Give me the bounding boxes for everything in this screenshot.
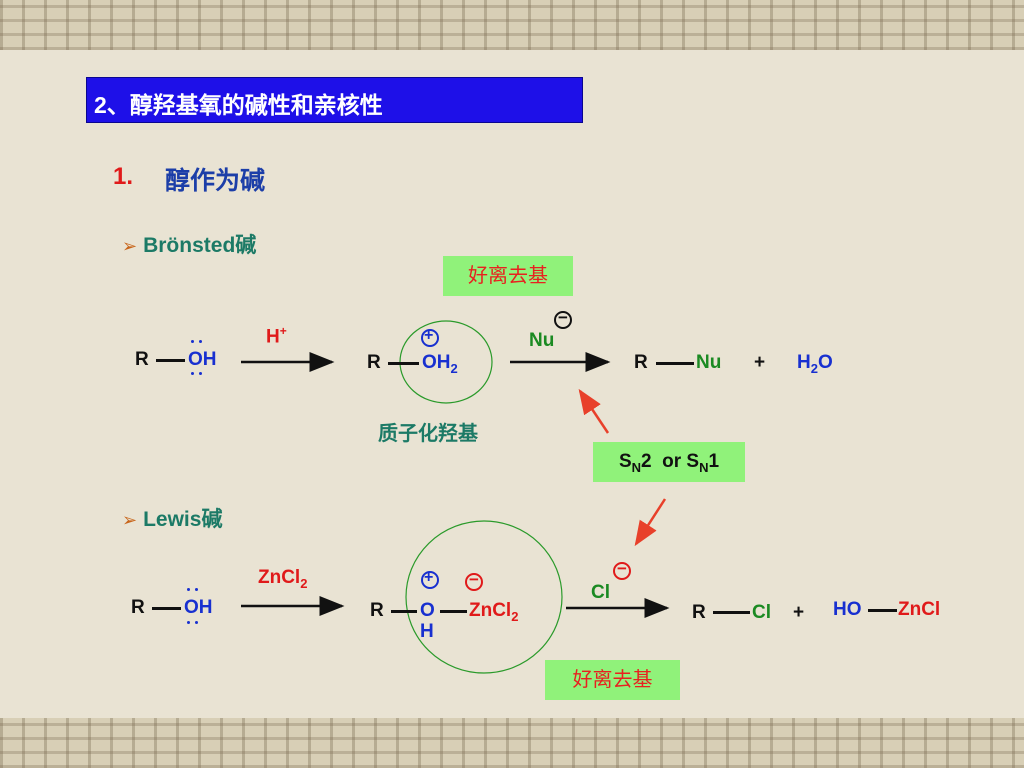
lone-pair-dot	[195, 588, 198, 591]
nucleophile: Nu	[529, 330, 555, 351]
r2-alkyl: R	[367, 352, 381, 373]
plus-charge-2: +	[424, 569, 434, 586]
bullet-lewis-label: Lewis碱	[143, 508, 223, 531]
r3-bond	[656, 362, 694, 365]
bullet-arrow-icon: ➢	[122, 236, 138, 256]
minus-charge-circle-cl	[613, 562, 631, 580]
oxonium-hydrogen: H	[420, 621, 434, 642]
plus-charge-1: +	[424, 327, 434, 344]
protonated-hydroxyl-caption: 质子化羟基	[378, 423, 478, 445]
lone-pair-dot	[199, 372, 202, 375]
pointer-arrow-down	[634, 498, 667, 547]
r3-alkyl: R	[634, 352, 648, 373]
hydroxy-part: HO	[833, 599, 862, 620]
r3-alkyl-lewis: R	[692, 602, 706, 623]
minus-charge-circle-zn	[465, 573, 483, 591]
ho-zn-bond	[868, 609, 897, 612]
top-decorative-border	[0, 0, 1024, 50]
alkyl-chloride-product: Cl	[752, 602, 771, 623]
lone-pair-dot	[187, 588, 190, 591]
oxonium-oxygen: O	[420, 600, 435, 621]
minus-charge-nu: −	[558, 308, 568, 327]
bullet-bronsted: ➢Brönsted碱	[122, 229, 256, 259]
bottom-decorative-border	[0, 718, 1024, 768]
r1-bond	[156, 359, 185, 362]
minus-charge-cl: −	[617, 559, 627, 578]
section-title: 醇作为碱	[165, 167, 266, 195]
lone-pair-dot	[187, 621, 190, 624]
plus-charge-circle-1	[421, 329, 439, 347]
lone-pair-dot	[191, 372, 194, 375]
water-product: H2O	[797, 352, 833, 376]
mechanism-box: SN2 or SN1	[593, 442, 745, 482]
title-text: 、醇羟基氧的碱性和亲核性	[106, 92, 383, 118]
minus-charge-circle-nu	[554, 311, 572, 329]
mechanism-label: SN2 or SN1	[618, 451, 720, 475]
o-zn-bond	[440, 610, 467, 613]
lone-pair-dot	[191, 340, 194, 343]
r1-hydroxyl-lewis: OH	[184, 597, 213, 618]
plus-charge-circle-2	[421, 571, 439, 589]
leaving-group-label-bottom: 好离去基	[572, 669, 653, 691]
oxonium-complex-circle	[405, 520, 563, 674]
leaving-group-box-top: 好离去基	[443, 256, 573, 296]
chloride-nucleophile: Cl	[591, 582, 610, 603]
oxonium-group: OH2	[422, 352, 458, 376]
r1-bond-lewis	[152, 607, 181, 610]
pointer-arrow-up	[578, 388, 610, 434]
lone-pair-dot	[199, 340, 202, 343]
title-number: 2	[94, 92, 107, 118]
plus-sign-2: +	[793, 602, 805, 623]
minus-charge-zn: −	[469, 570, 479, 589]
r2-bond	[388, 362, 419, 365]
zinc-product: ZnCl	[898, 599, 941, 620]
section-number: 1.	[113, 163, 134, 190]
proton-reagent: H+	[266, 324, 287, 348]
zinc-complex-group: ZnCl2	[469, 600, 519, 624]
r2-bond-lewis	[391, 610, 417, 613]
bullet-bronsted-label: Brönsted碱	[143, 234, 257, 257]
r1-alkyl-lewis: R	[131, 597, 145, 618]
bullet-arrow-icon: ➢	[122, 510, 138, 530]
r2-alkyl-lewis: R	[370, 600, 384, 621]
leaving-group-box-bottom: 好离去基	[545, 660, 680, 700]
leaving-group-label-top: 好离去基	[468, 265, 548, 287]
plus-sign-1: +	[754, 352, 766, 373]
r1-hydroxyl: OH	[188, 349, 217, 370]
r1-alkyl: R	[135, 349, 149, 370]
bullet-lewis: ➢Lewis碱	[122, 503, 222, 533]
zinc-chloride-reagent: ZnCl2	[258, 567, 308, 591]
slide-title: 2、醇羟基氧的碱性和亲核性	[94, 86, 383, 120]
substituted-product: Nu	[696, 352, 722, 373]
title-banner	[86, 77, 583, 123]
r3-bond-lewis	[713, 611, 750, 614]
lone-pair-dot	[195, 621, 198, 624]
